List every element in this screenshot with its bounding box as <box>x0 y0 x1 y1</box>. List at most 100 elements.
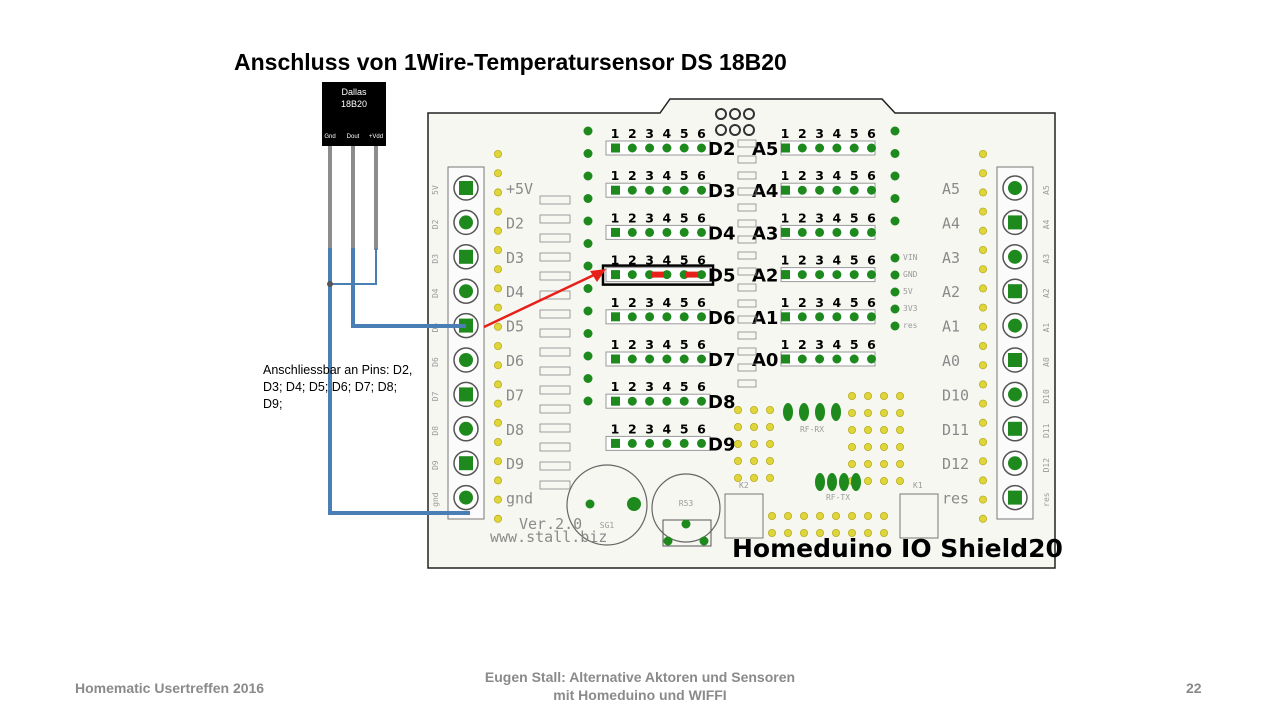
pin-number: 4 <box>833 253 842 268</box>
resistor-outline <box>539 233 571 243</box>
left-terminal-pad <box>459 249 473 264</box>
pin-number: 2 <box>798 168 807 183</box>
pin-number: 5 <box>850 337 859 352</box>
connection-arrow <box>483 272 597 329</box>
right-terminal-pad <box>1008 318 1022 333</box>
connector-pin <box>815 227 825 237</box>
pin-number: 6 <box>867 210 876 225</box>
left-terminal-pad <box>459 284 473 299</box>
pin-number: 3 <box>645 253 654 268</box>
resistor-outline <box>539 423 571 433</box>
right-terminal-label: A2 <box>942 283 960 301</box>
right-via <box>979 188 988 197</box>
pin-number: 3 <box>645 295 654 310</box>
rf-tx-pin <box>851 473 861 491</box>
connector-pin <box>832 312 842 322</box>
arduino-header-pad <box>890 270 900 280</box>
connector-pin <box>662 396 672 406</box>
connector-pin <box>679 396 689 406</box>
pin-number: 3 <box>815 168 824 183</box>
left-terminal-label: D4 <box>506 283 524 301</box>
pad-column-left <box>583 261 593 271</box>
connector-pin <box>867 185 876 195</box>
proto-via <box>864 512 873 521</box>
pin-number: 6 <box>697 126 706 141</box>
proto-via <box>880 442 889 451</box>
connector-pin <box>679 143 689 153</box>
right-terminal-pad <box>1008 215 1022 230</box>
proto-via <box>880 476 889 485</box>
left-via <box>493 284 502 293</box>
resistor-outline <box>539 442 571 452</box>
resistor-outline <box>737 219 757 228</box>
left-terminal-label: D9 <box>506 455 524 473</box>
proto-via <box>896 425 905 434</box>
resistor-outline <box>539 271 571 281</box>
connector-housing <box>605 309 711 325</box>
right-via <box>979 418 988 427</box>
resistor-outline <box>737 331 757 340</box>
proto-via <box>848 512 857 521</box>
resistor-outline <box>539 195 571 205</box>
proto-via <box>766 422 775 431</box>
buzzer-pad <box>627 497 641 511</box>
pin-number: 6 <box>867 253 876 268</box>
left-terminal-pad <box>459 181 473 195</box>
right-terminal-label: D12 <box>942 455 969 473</box>
rf-tx-pin <box>839 473 849 491</box>
connector-pin-1 <box>611 312 620 322</box>
connection-arrowhead <box>590 269 606 282</box>
connector-pin <box>832 143 842 153</box>
connector-pin <box>697 312 706 322</box>
right-terminal-label: res <box>942 490 969 508</box>
buzzer-outline <box>566 464 648 546</box>
connector-pin <box>662 354 672 364</box>
potentiometer-pad <box>681 519 691 529</box>
connector-pin <box>697 227 706 237</box>
proto-via <box>880 408 889 417</box>
pad-column-left <box>583 171 593 181</box>
buzzer-pad <box>585 499 595 509</box>
board-outline <box>427 98 1056 569</box>
connector-pin-1 <box>611 438 620 448</box>
proto-via <box>800 512 809 521</box>
pad-column-right <box>890 194 900 203</box>
proto-via <box>750 439 759 448</box>
connector-housing <box>605 224 711 240</box>
pin-number: 2 <box>628 337 637 352</box>
board-name: Homeduino IO Shield20 <box>732 534 1063 563</box>
right-terminal-pad <box>1008 181 1022 195</box>
pin-number: 4 <box>833 295 842 310</box>
arduino-header-pad <box>890 304 900 314</box>
right-terminal-label: A1 <box>942 318 960 336</box>
connector-pin <box>849 270 859 280</box>
relay-k1 <box>899 493 939 539</box>
left-terminal-label: D5 <box>506 318 524 336</box>
proto-via <box>848 391 857 400</box>
sensor-pin-dout-label: Dout <box>347 134 360 140</box>
right-via <box>979 284 988 293</box>
connector-pin <box>679 438 689 448</box>
pin-number: 6 <box>867 295 876 310</box>
connector-pin <box>849 185 859 195</box>
proto-via <box>848 425 857 434</box>
relay-k1-label: K1 <box>913 481 923 490</box>
right-terminal-pad <box>1008 353 1022 367</box>
connector-pin <box>697 354 706 364</box>
pin-number: 1 <box>611 295 620 310</box>
connector-label-d2: D2 <box>708 139 735 160</box>
proto-via <box>848 529 857 538</box>
pin-number: 4 <box>663 337 672 352</box>
resistor-outline <box>737 251 757 260</box>
pin-number: 5 <box>850 295 859 310</box>
footer-author-line1: Eugen Stall: Alternative Aktoren und Sen… <box>484 669 796 685</box>
connector-pin-1 <box>781 270 790 280</box>
proto-via <box>864 459 873 468</box>
sensor-brand: Dallas <box>341 87 367 97</box>
pad-column-left <box>583 216 593 226</box>
connector-pin-1 <box>611 143 620 153</box>
resistor-outline <box>539 214 571 224</box>
sensor-pin-vdd-label: +Vdd <box>369 134 383 140</box>
pad-column-left <box>583 306 593 316</box>
